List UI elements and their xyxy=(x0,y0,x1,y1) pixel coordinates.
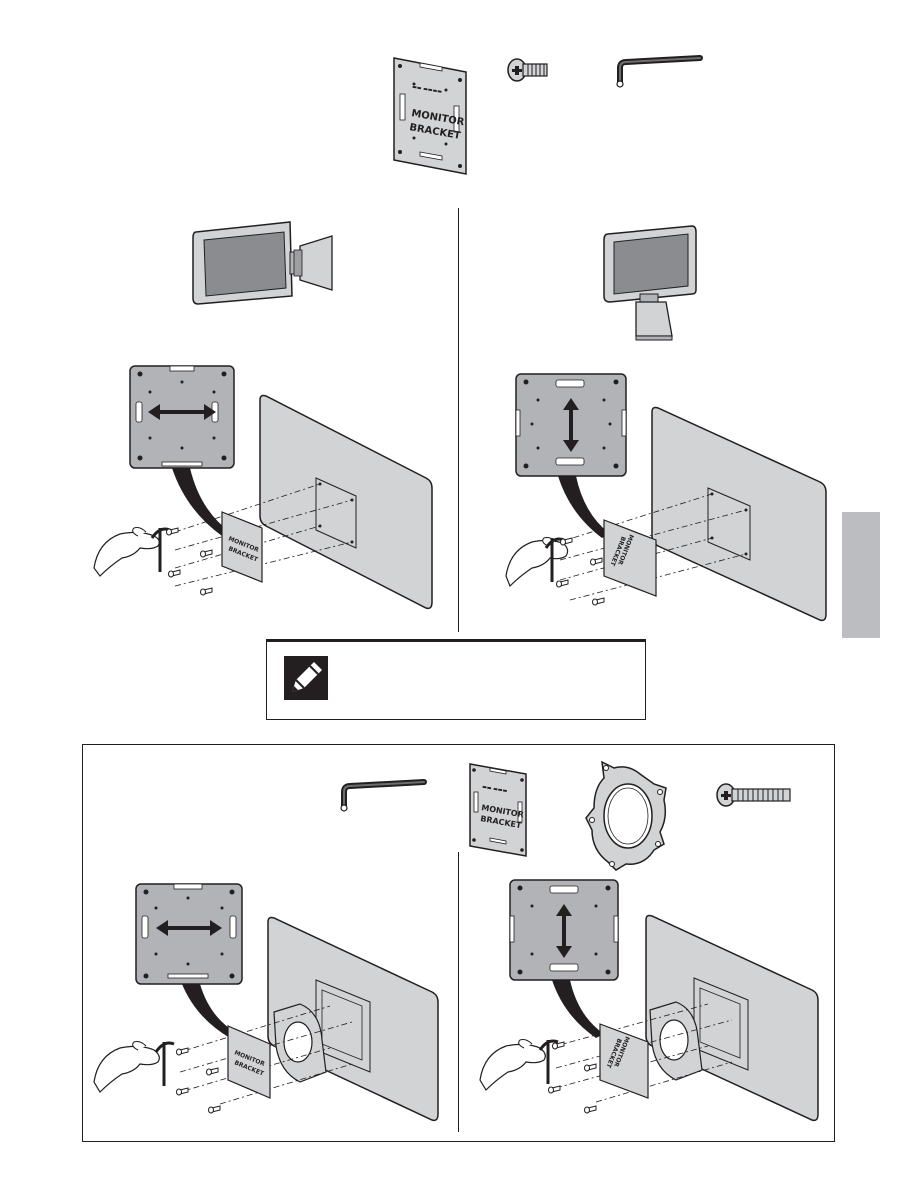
pencil-note-icon xyxy=(284,656,328,700)
screw-part xyxy=(507,58,548,82)
adapter-diagram-horizontal: MONITOR BRACKET xyxy=(93,883,439,1122)
divider-top xyxy=(458,208,459,632)
bottom-section xyxy=(82,744,835,1142)
install-diagram-horizontal: MONITOR BRACKET xyxy=(93,365,433,610)
monitor-portrait-stand xyxy=(603,225,697,341)
hex-key-part xyxy=(616,55,703,88)
hex-key-part-2 xyxy=(340,779,427,812)
monitor-landscape-side xyxy=(192,221,333,305)
divider-bottom xyxy=(458,852,459,1132)
svg-text:▬▬ ▬▬▬: ▬▬ ▬▬▬ xyxy=(482,784,508,794)
monitor-bracket-part: ▬▬ ▬▬▬▬ MONITOR BRACKET xyxy=(393,57,467,175)
monitor-bracket-part-2: ▬▬ ▬▬▬ MONITOR BRACKET xyxy=(469,763,527,857)
step-right-bottom: MONITOR BRACKET xyxy=(470,876,828,1132)
install-diagram-vertical: MONITOR BRACKET xyxy=(505,373,827,622)
adapter-diagram-vertical: MONITOR BRACKET xyxy=(479,879,819,1122)
adapter-ring-part xyxy=(585,760,667,871)
note-box xyxy=(266,639,646,720)
step-right-top: MONITOR BRACKET xyxy=(480,370,840,630)
long-screw-part xyxy=(716,783,791,807)
step-left-bottom: MONITOR BRACKET xyxy=(90,876,446,1132)
parts-row-top: ▬▬ ▬▬▬▬ MONITOR BRACKET xyxy=(380,50,710,180)
side-tab xyxy=(842,512,880,638)
step-left-top: MONITOR BRACKET xyxy=(90,360,440,620)
svg-text:▬▬ ▬▬▬▬: ▬▬ ▬▬▬▬ xyxy=(412,84,443,95)
